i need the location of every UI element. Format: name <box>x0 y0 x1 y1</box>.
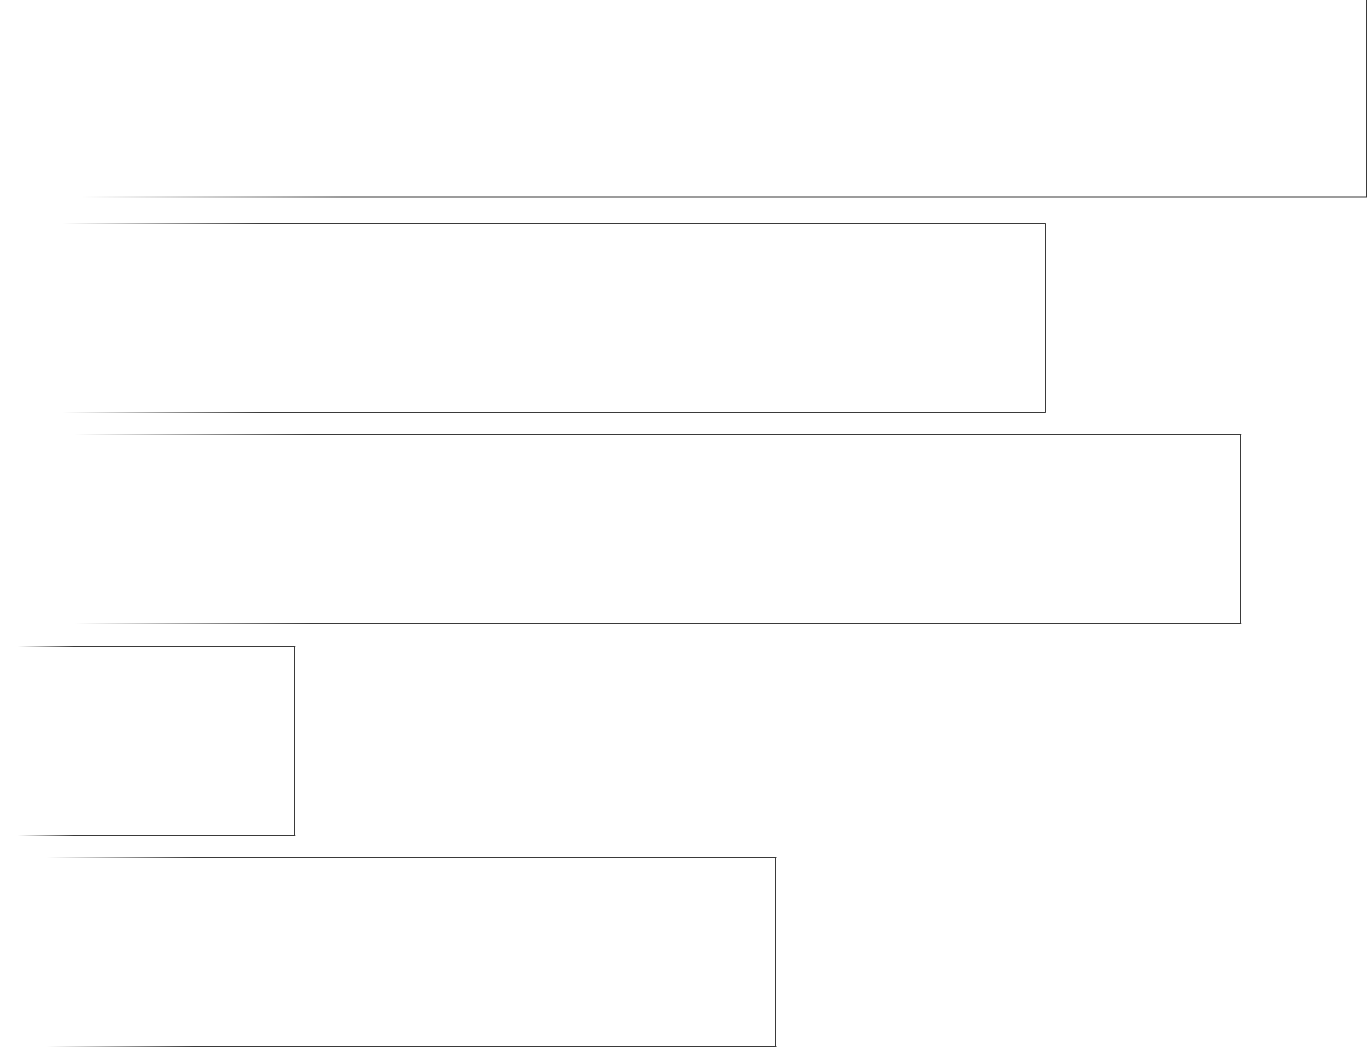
bar-1 <box>0 0 1367 198</box>
bar-top-rule <box>0 434 1242 435</box>
bar-bottom-edge <box>0 412 1046 413</box>
bar-5 <box>0 857 777 1047</box>
bar-bottom-edge <box>0 196 1367 198</box>
bar-2 <box>0 223 1046 413</box>
bar-top-rule <box>0 646 296 647</box>
bar-bottom-edge <box>0 1046 777 1047</box>
bar-4 <box>0 646 296 836</box>
bar-3 <box>0 434 1242 624</box>
bar-bottom-edge <box>0 623 1242 624</box>
bar-top-rule <box>0 857 777 858</box>
bar-bottom-edge <box>0 835 296 836</box>
bar-top-rule <box>0 223 1046 224</box>
